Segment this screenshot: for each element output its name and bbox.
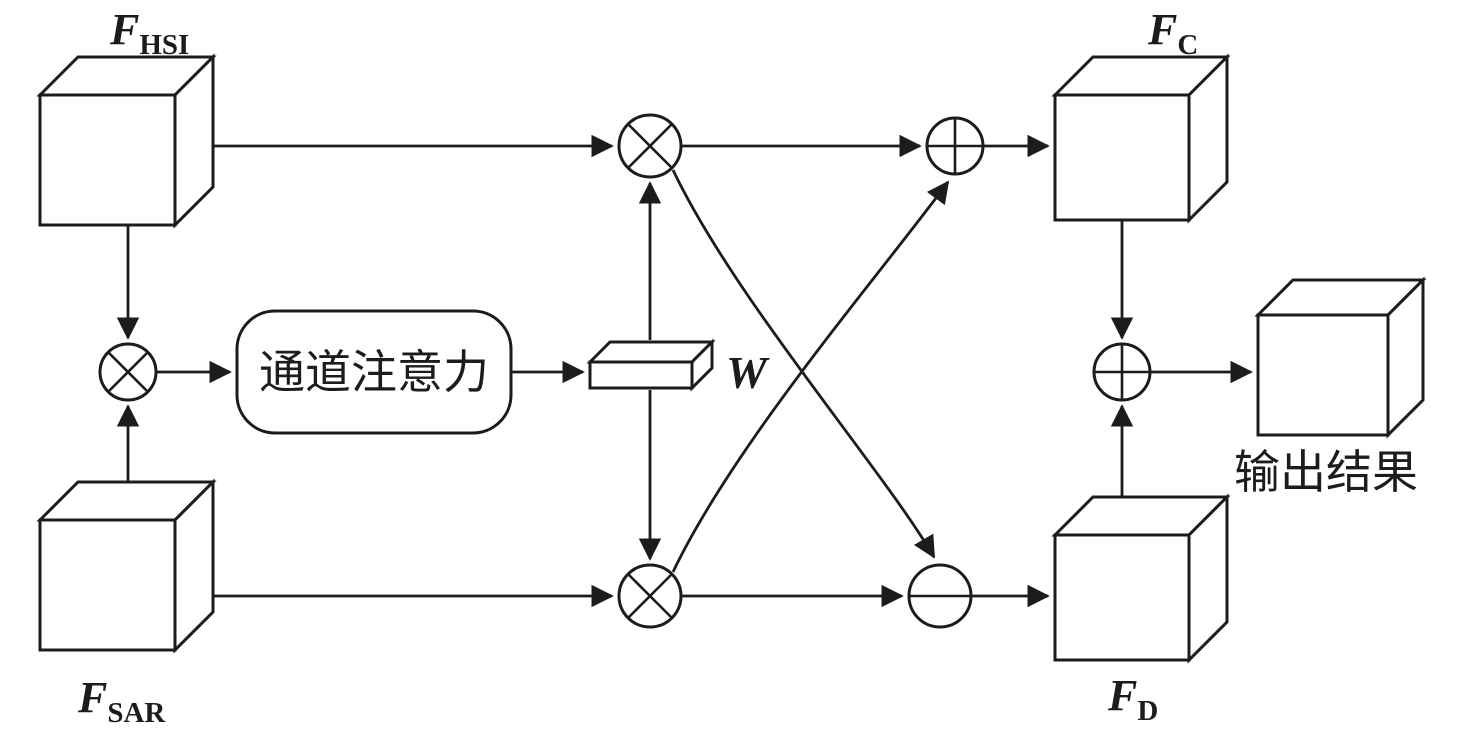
fhsi-cube-front-face bbox=[38, 93, 177, 227]
fhsi-cube bbox=[36, 53, 217, 229]
output-cube-front-face bbox=[1256, 313, 1390, 437]
fc-label: FC bbox=[1147, 5, 1198, 61]
fd-cube bbox=[1051, 493, 1231, 664]
multiply-top-operator bbox=[617, 113, 683, 179]
fsar-label: FSAR bbox=[77, 673, 166, 729]
fsar-label-base: F bbox=[77, 673, 107, 722]
curve-bottom-multiply-to-top-add bbox=[671, 180, 950, 573]
weight-slab bbox=[586, 338, 716, 392]
add-top-operator bbox=[925, 116, 985, 176]
multiply-left-operator bbox=[98, 342, 158, 402]
fd-label-sub: D bbox=[1137, 695, 1158, 727]
fc-label-base: F bbox=[1147, 5, 1177, 54]
multiply-left-x2 bbox=[107, 351, 149, 393]
fsar-cube-front-face bbox=[38, 518, 177, 652]
connectors bbox=[116, 134, 1253, 608]
add-right-operator bbox=[1092, 342, 1152, 402]
weight-slab-front-face bbox=[588, 360, 694, 390]
fhsi-label: FHSI bbox=[109, 5, 189, 61]
channel-attention-box: 通道注意力 bbox=[235, 309, 513, 435]
fc-cube-front-face bbox=[1053, 93, 1191, 222]
subtract-operator bbox=[907, 563, 973, 629]
fd-label-base: F bbox=[1107, 671, 1137, 720]
multiply-top-x2 bbox=[627, 123, 673, 169]
channel-attention-label: 通道注意力 bbox=[259, 347, 489, 398]
fc-cube bbox=[1051, 53, 1231, 224]
multiply-bottom-x2 bbox=[627, 573, 673, 619]
output-label: 输出结果 bbox=[1234, 447, 1418, 498]
output-cube bbox=[1254, 276, 1427, 439]
fc-label-sub: C bbox=[1177, 29, 1198, 61]
curve-top-multiply-to-subtract bbox=[671, 169, 936, 559]
fhsi-label-base: F bbox=[109, 5, 139, 54]
channel-attention-outline bbox=[235, 309, 513, 435]
multiply-bottom-operator bbox=[617, 563, 683, 629]
fd-label: FD bbox=[1107, 671, 1158, 727]
weight-label: W bbox=[726, 347, 770, 398]
fsar-cube bbox=[36, 478, 217, 654]
fsar-label-sub: SAR bbox=[107, 697, 166, 729]
fhsi-label-sub: HSI bbox=[139, 29, 189, 61]
fd-cube-front-face bbox=[1053, 533, 1191, 662]
